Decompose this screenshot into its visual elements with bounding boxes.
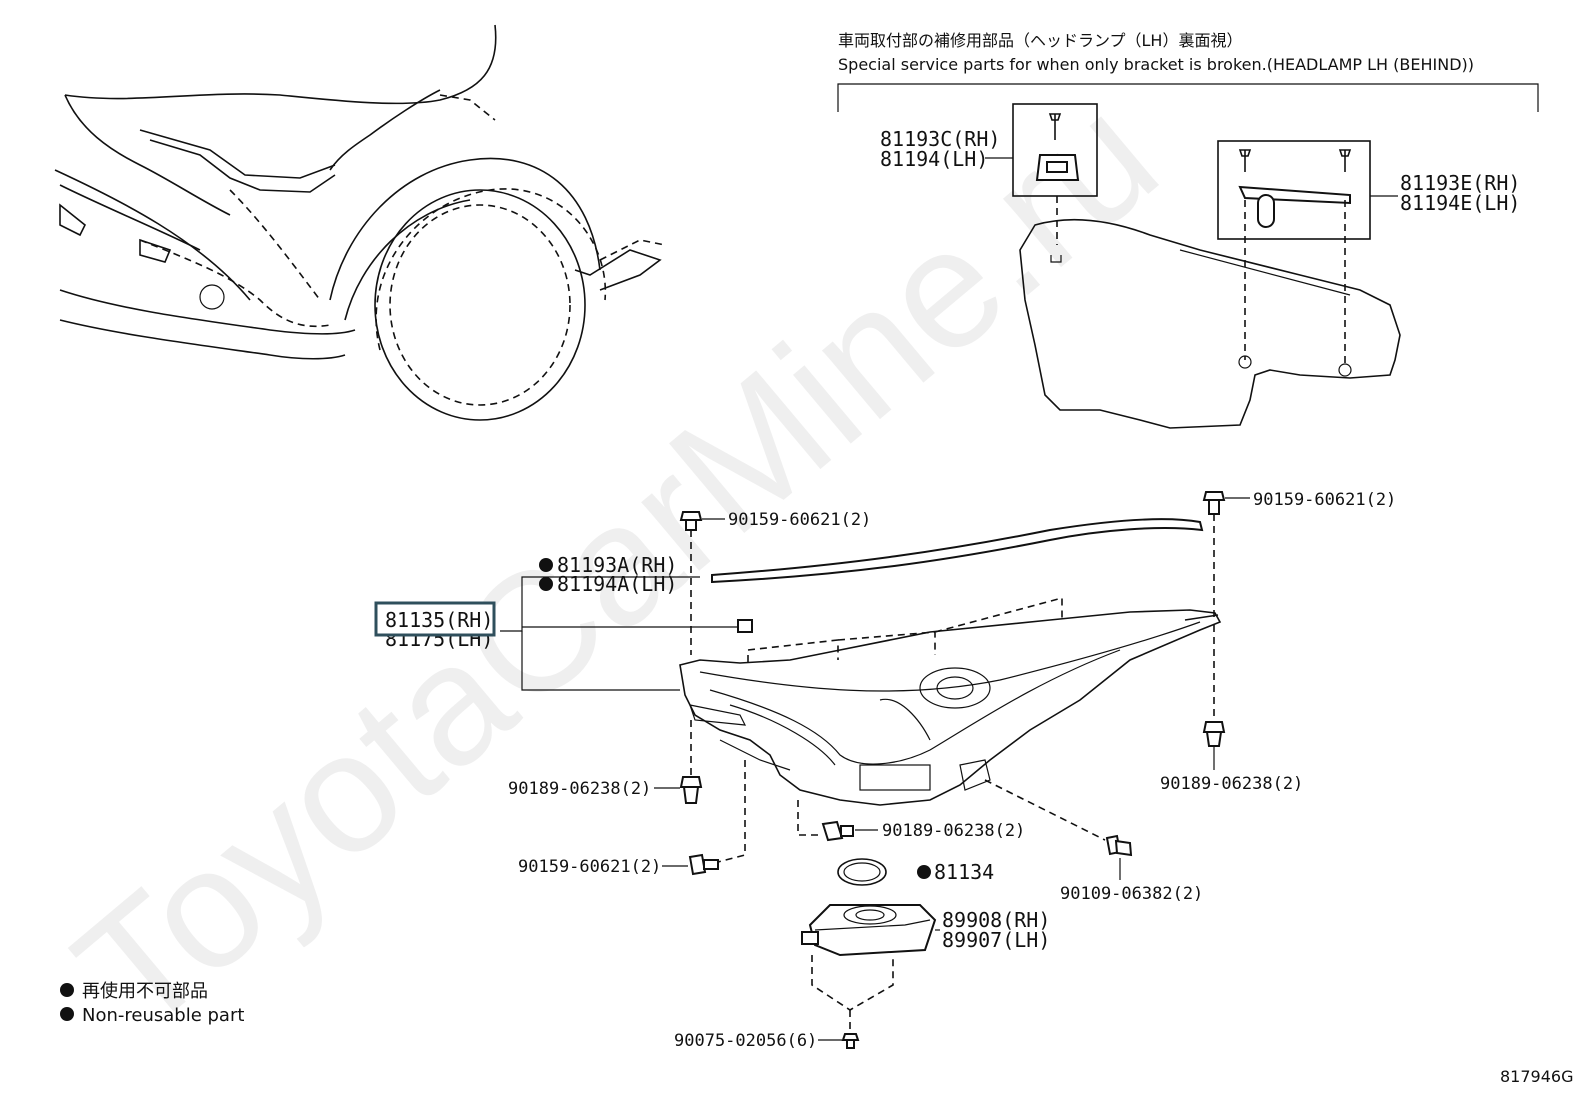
nonreusable-marker-81194a: [539, 577, 553, 591]
screw-bottom-icon: [841, 1033, 860, 1049]
headlamp-assembly: [679, 609, 1222, 806]
bracket-81193c-icon: [1035, 113, 1080, 181]
label-bolt-top-left: 90159-60621(2): [728, 510, 871, 530]
label-81193e: 81193E(RH): [1400, 171, 1520, 195]
legend-english: Non-reusable part: [82, 1005, 244, 1026]
header-english: Special service parts for when only brac…: [838, 55, 1474, 74]
ballast-unit-icon: [801, 904, 937, 957]
clip-right-icon: [1202, 721, 1226, 747]
label-81193a: 81193A(RH): [557, 553, 677, 577]
label-81194: 81194(LH): [880, 147, 988, 171]
label-clip-left: 90189-06238(2): [508, 779, 651, 799]
label-screw-right: 90109-06382(2): [1060, 884, 1203, 904]
legend-marker-en: [60, 1007, 74, 1021]
inset-box-81193e: [1217, 140, 1371, 240]
label-screw-bottom: 90075-02056(6): [674, 1031, 817, 1051]
clip-81193a: [737, 619, 753, 633]
bolt-bottom-left-icon: [688, 853, 719, 876]
header-japanese: 車両取付部の補修用部品（ヘッドランプ（LH）裏面視）: [838, 31, 1242, 50]
bracket-81193e-icon: [1238, 149, 1352, 228]
clip-left-icon: [679, 776, 703, 804]
label-81135[interactable]: 81135(RH): [385, 608, 493, 632]
diagram-code: 817946G: [1500, 1067, 1573, 1086]
highlight-box-81135[interactable]: [374, 601, 496, 637]
label-bolt-bottom-left: 90159-60621(2): [518, 857, 661, 877]
label-81194a: 81194A(LH): [557, 572, 677, 596]
label-81193c: 81193C(RH): [880, 127, 1000, 151]
seal-ring-icon: [837, 858, 887, 886]
legend-marker-jp: [60, 983, 74, 997]
label-bolt-top-right: 90159-60621(2): [1253, 490, 1396, 510]
inset-bracket-line: [837, 83, 1539, 112]
label-81134: 81134: [934, 860, 994, 884]
nonreusable-marker-81193a: [539, 558, 553, 572]
lamp-outline-dashed: [747, 596, 1063, 662]
label-clip-bottom: 90189-06238(2): [882, 821, 1025, 841]
label-81194e: 81194E(LH): [1400, 191, 1520, 215]
headlamp-rear-outline: [1019, 219, 1401, 429]
nonreusable-marker-81134: [917, 865, 931, 879]
bolt-top-right-icon: [1202, 491, 1226, 515]
legend-japanese: 再使用不可部品: [82, 981, 208, 1002]
trim-strip: [711, 518, 1204, 584]
screw-right-icon: [1105, 834, 1133, 857]
clip-bottom-icon: [821, 820, 854, 842]
label-ballast-lh: 89907(LH): [942, 928, 1050, 952]
label-clip-right: 90189-06238(2): [1160, 774, 1303, 794]
inset-box-81193c: [1012, 103, 1098, 197]
car-front-illustration: [54, 24, 666, 421]
label-ballast-rh: 89908(RH): [942, 908, 1050, 932]
